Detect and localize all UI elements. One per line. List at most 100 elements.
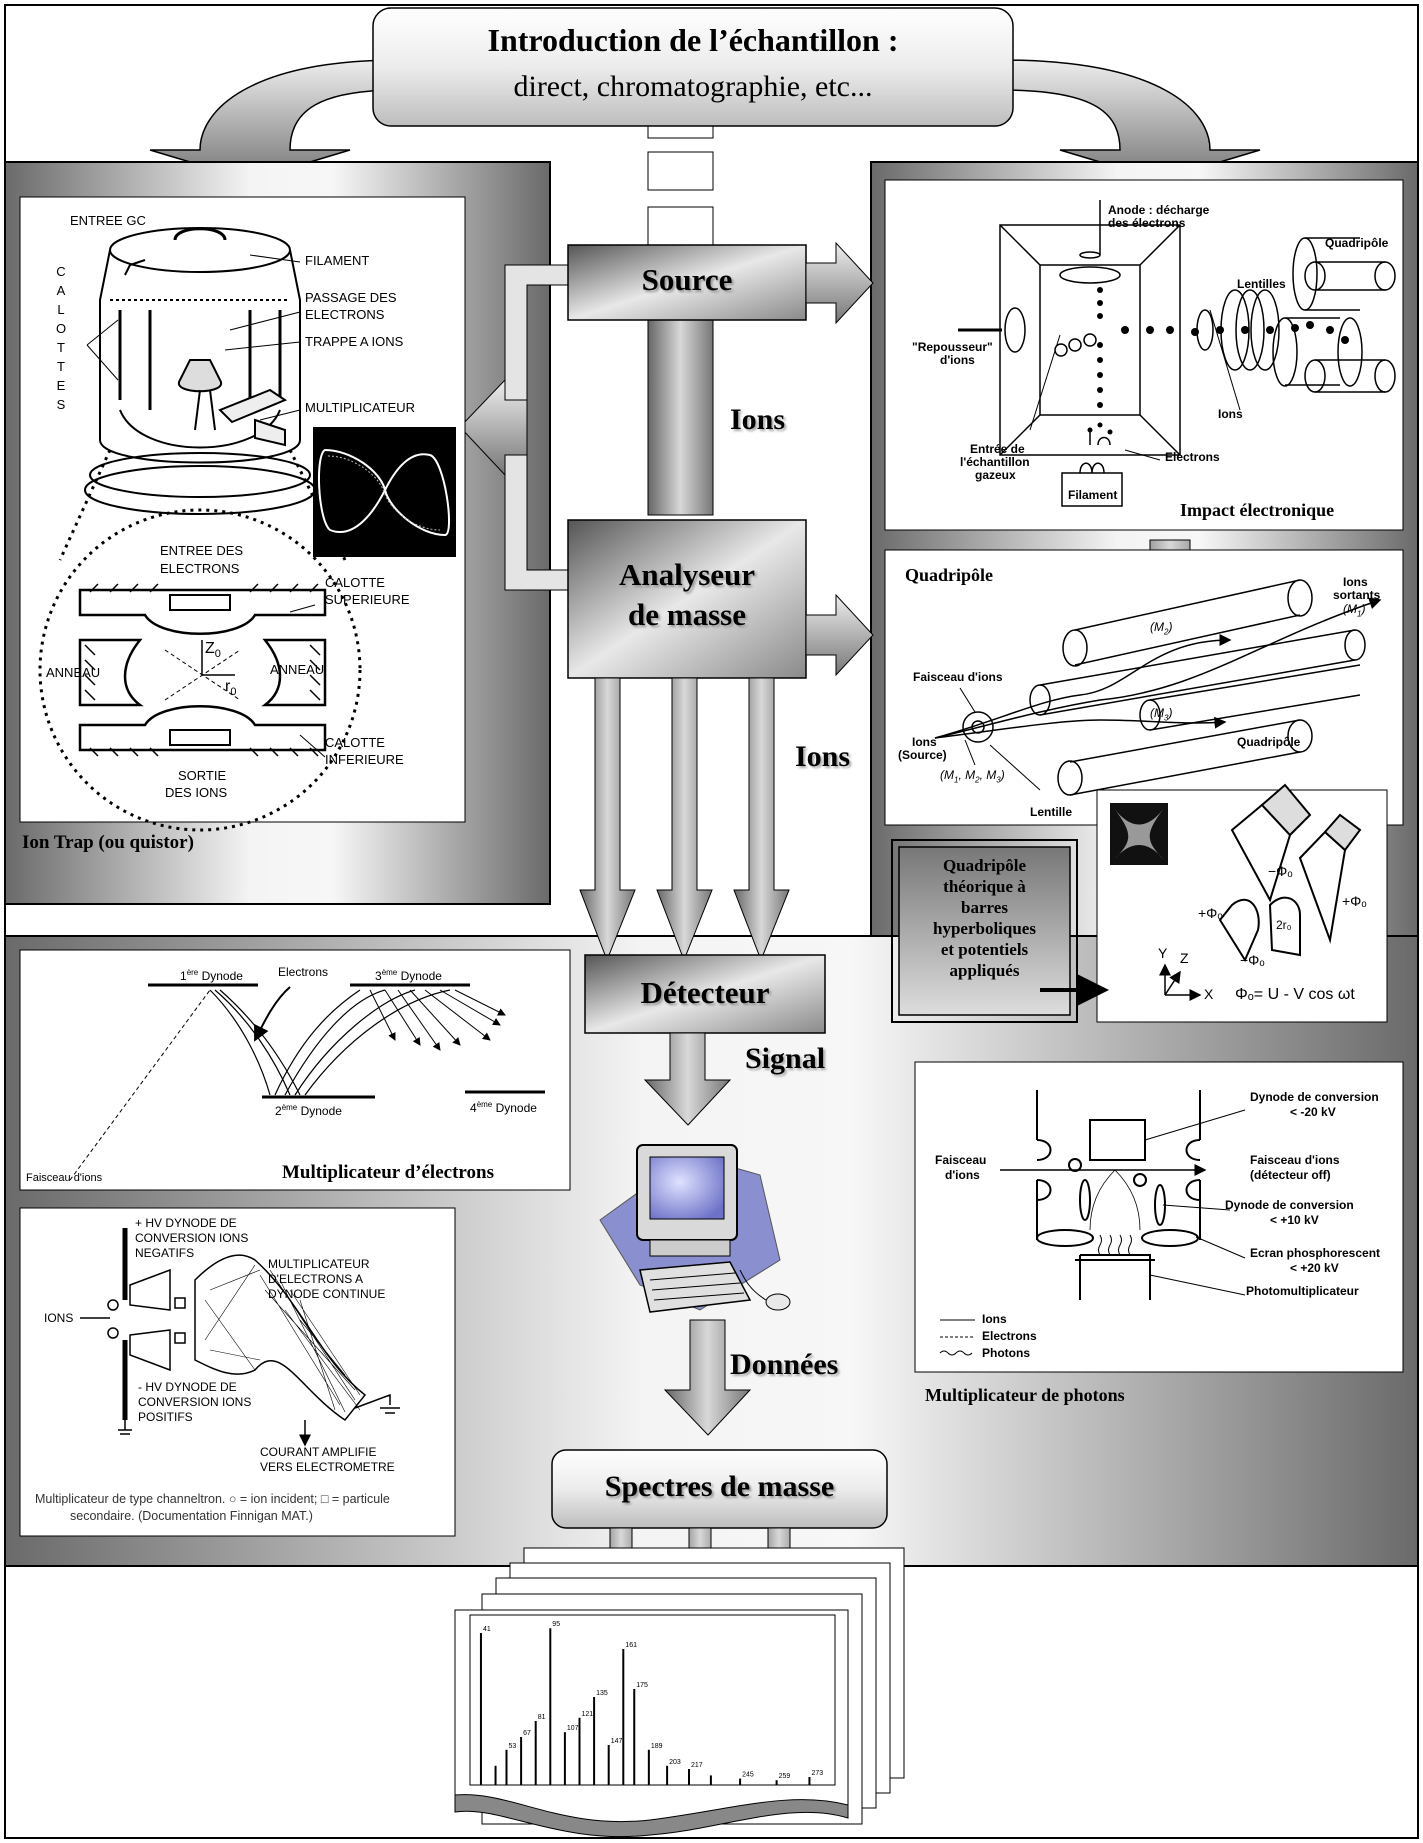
label-ions-source-1: Ions (912, 735, 937, 749)
spectra-stack (454, 1547, 905, 1838)
potential-formula: Φₒ= U - V cos ωt (1235, 986, 1355, 1003)
axis-z-label: Z (1180, 950, 1189, 966)
sample-intro-subtitle: direct, chromatographie, etc... (513, 70, 873, 103)
label-dyn-conv-2b: < +10 kV (1270, 1213, 1319, 1227)
spectrum-peak-label: 135 (596, 1690, 608, 1697)
label-dyn-conv-2: Dynode de conversion (1225, 1198, 1354, 1212)
label-filament: FILAMENT (305, 253, 370, 268)
quadrupole-drawing (934, 579, 1382, 796)
signal-label: Signal (745, 1042, 826, 1075)
label-ions-sortants-m1: (M1) (1343, 602, 1366, 619)
label-anode-2: des électrons (1108, 216, 1186, 230)
channeltron-note-2: secondaire. (Documentation Finnigan MAT.… (70, 1509, 313, 1523)
label-dyn-conv-1b: < -20 kV (1290, 1105, 1336, 1119)
hv-minus-1: - HV DYNODE DE (138, 1380, 237, 1394)
label-m2: (M2) (1150, 620, 1173, 637)
label-ions-sortants-1: Ions (1343, 575, 1368, 589)
analyzer-box-line2: de masse (628, 597, 746, 632)
dynode-2-label: 2ème Dynode (275, 1103, 342, 1118)
channeltron-note-1: Multiplicateur de type channeltron. ○ = … (35, 1492, 390, 1506)
legend-ions: Ions (982, 1312, 1007, 1326)
data-label: Données (730, 1348, 839, 1381)
label-filament-box: Filament (1068, 488, 1118, 502)
spectrum-peak-label: 81 (538, 1714, 546, 1721)
channeltron-drawing (80, 1228, 400, 1447)
hv-plus-1: + HV DYNODE DE (135, 1216, 237, 1230)
label-faisceau-r2: (détecteur off) (1250, 1168, 1331, 1182)
hyperbolic-caption: Quadripôle théorique à barres hyperboliq… (933, 856, 1036, 980)
label-sortie-2: DES IONS (165, 785, 228, 800)
analyzer-box-line1: Analyseur (618, 557, 756, 592)
label-repousseur-1: "Repousseur" (912, 340, 993, 354)
axis-y-label: Y (1158, 945, 1168, 961)
spectrum-peak-label: 161 (625, 1642, 637, 1649)
label-multiplicateur: MULTIPLICATEUR (305, 400, 416, 415)
label-calotte-inf-1: CALOTTE (325, 735, 385, 750)
phi-neg-top: −Φₒ (1268, 863, 1293, 879)
label-photomult: Photomultiplicateur (1246, 1284, 1359, 1298)
spectrum-peak-label: 259 (779, 1773, 791, 1780)
label-electrons: Electrons (1165, 450, 1220, 464)
label-ions-source-2: (Source) (898, 748, 947, 762)
spectrum-peak-label: 189 (651, 1743, 663, 1750)
label-faisceau-ions: Faisceau d'ions (913, 670, 1003, 684)
label-anneau-right: ANNEAU (270, 662, 325, 677)
quadrupole-title: Quadripôle (905, 565, 994, 585)
label-entree-gc: ENTREE GC (70, 213, 146, 228)
spectrum-peak-label: 245 (742, 1772, 754, 1779)
axis-x-label: X (1204, 986, 1214, 1002)
impact-caption: Impact électronique (1180, 500, 1335, 520)
detector-box: Détecteur (640, 975, 770, 1010)
label-dyn-conv-1: Dynode de conversion (1250, 1090, 1379, 1104)
courant-1: COURANT AMPLIFIE (260, 1445, 377, 1459)
spectrum-peak-label: 121 (582, 1711, 594, 1718)
label-ecran-1: Ecran phosphorescent (1250, 1246, 1381, 1260)
source-box: Source (641, 262, 733, 297)
label-ecran-2: < +20 kV (1290, 1261, 1339, 1275)
phi-pos-left: +Φₒ (1198, 905, 1223, 921)
dynode-3-label: 3ème Dynode (375, 968, 442, 983)
spectrum-peak-label: 53 (509, 1743, 517, 1750)
label-calotte-inf-2: INFERIEURE (325, 752, 404, 767)
label-lentilles: Lentilles (1237, 277, 1286, 291)
electron-multiplier-drawing (69, 983, 545, 1181)
phi-pos-right: +Φₒ (1342, 893, 1367, 909)
label-anneau-left: ANNEAU (46, 665, 101, 680)
mult-3: DYNODE CONTINUE (268, 1287, 386, 1301)
mult-2: D'ELECTRONS A (268, 1272, 363, 1286)
label-z0: Z0 (205, 640, 221, 661)
hv-plus-3: NEGATIFS (135, 1246, 195, 1260)
two-r0-label: 2r₀ (1276, 918, 1292, 932)
spectrum-peak-label: 273 (811, 1770, 823, 1777)
label-impact-quadripole: Quadripôle (1325, 236, 1389, 250)
label-anode-1: Anode : décharge (1108, 203, 1210, 217)
spectrum-peak-label: 147 (611, 1738, 623, 1745)
analyzer-box-bg (567, 519, 807, 679)
label-entree-2: l'échantillon (960, 455, 1030, 469)
sample-intro-arrows (149, 59, 1261, 181)
spectrum-frame (469, 1614, 836, 1786)
ion-trap-drawing (38, 227, 362, 832)
label-entree-3: gazeux (975, 468, 1016, 482)
label-lentille: Lentille (1030, 805, 1073, 819)
label-entree-e1: ENTREE DES (160, 543, 244, 558)
spectrum-peak-label: 67 (523, 1730, 531, 1737)
label-passage-2: ELECTRONS (305, 307, 385, 322)
spectra-box: Spectres de masse (604, 1470, 835, 1503)
ions-label-2: Ions (795, 740, 851, 773)
label-r0: r0 (225, 678, 237, 699)
phi-neg-bottom: −Φₒ (1240, 952, 1265, 968)
label-passage-1: PASSAGE DES (305, 290, 397, 305)
label-faisceau-r1: Faisceau d'ions (1250, 1153, 1340, 1167)
label-trappe: TRAPPE A IONS (305, 334, 404, 349)
spectrum-peak-label: 175 (636, 1682, 648, 1689)
ion-trap-caption: Ion Trap (ou quistor) (22, 832, 194, 853)
label-quadripole-bottom: Quadripôle (1237, 735, 1301, 749)
hv-plus-2: CONVERSION IONS (135, 1231, 249, 1245)
ions-label-1: Ions (730, 403, 786, 436)
hv-minus-3: POSITIFS (138, 1410, 193, 1424)
label-impact-ions: Ions (1218, 407, 1243, 421)
hyperbolic-rods-drawing (1159, 783, 1362, 1001)
